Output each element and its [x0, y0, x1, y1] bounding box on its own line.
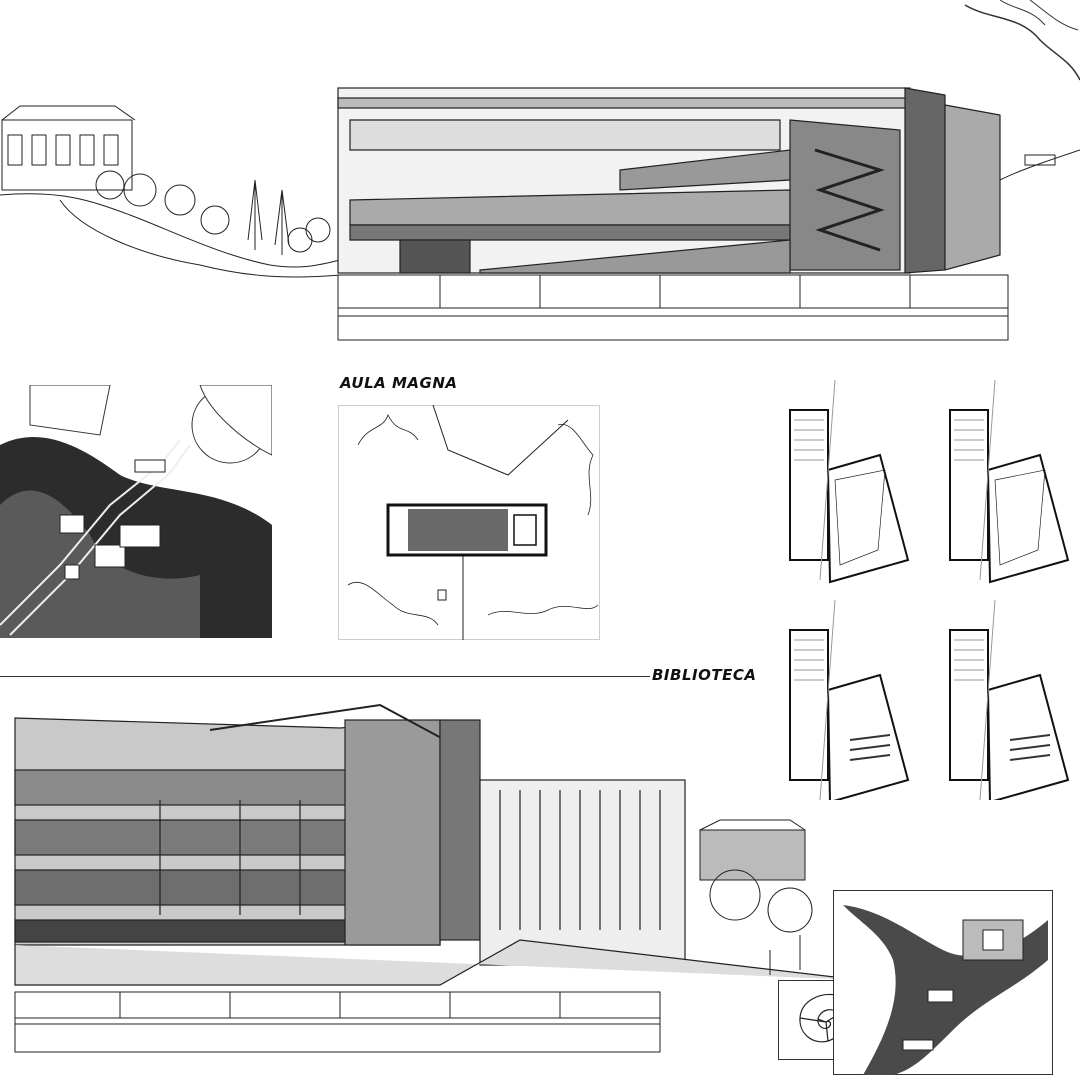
- tree-canopy-drawing: [964, 0, 1080, 81]
- landscape-trees: [0, 170, 341, 278]
- aula-foundation: [337, 274, 1009, 341]
- library-floor-plans: [789, 380, 1070, 800]
- library-building: [14, 703, 860, 986]
- aula-magna-title: AULA MAGNA: [340, 374, 458, 392]
- site-plan: [0, 385, 272, 638]
- floor-plan-3: [789, 629, 910, 800]
- villa-drawing: [1, 105, 136, 191]
- aula-magna-plan: [338, 405, 600, 640]
- library-foundation: [14, 991, 661, 1053]
- villa-and-trees: [699, 819, 813, 975]
- floor-plan-1: [789, 409, 910, 584]
- biblioteca-section: [14, 703, 860, 1053]
- biblioteca-title: BIBLIOTECA: [652, 666, 757, 684]
- aula-building: [337, 87, 1001, 274]
- campus-map: [833, 890, 1053, 1075]
- aula-magna-section: [0, 87, 1080, 341]
- floor-plan-2: [949, 409, 1070, 584]
- section-divider: [0, 676, 650, 677]
- floor-plan-4: [949, 629, 1070, 800]
